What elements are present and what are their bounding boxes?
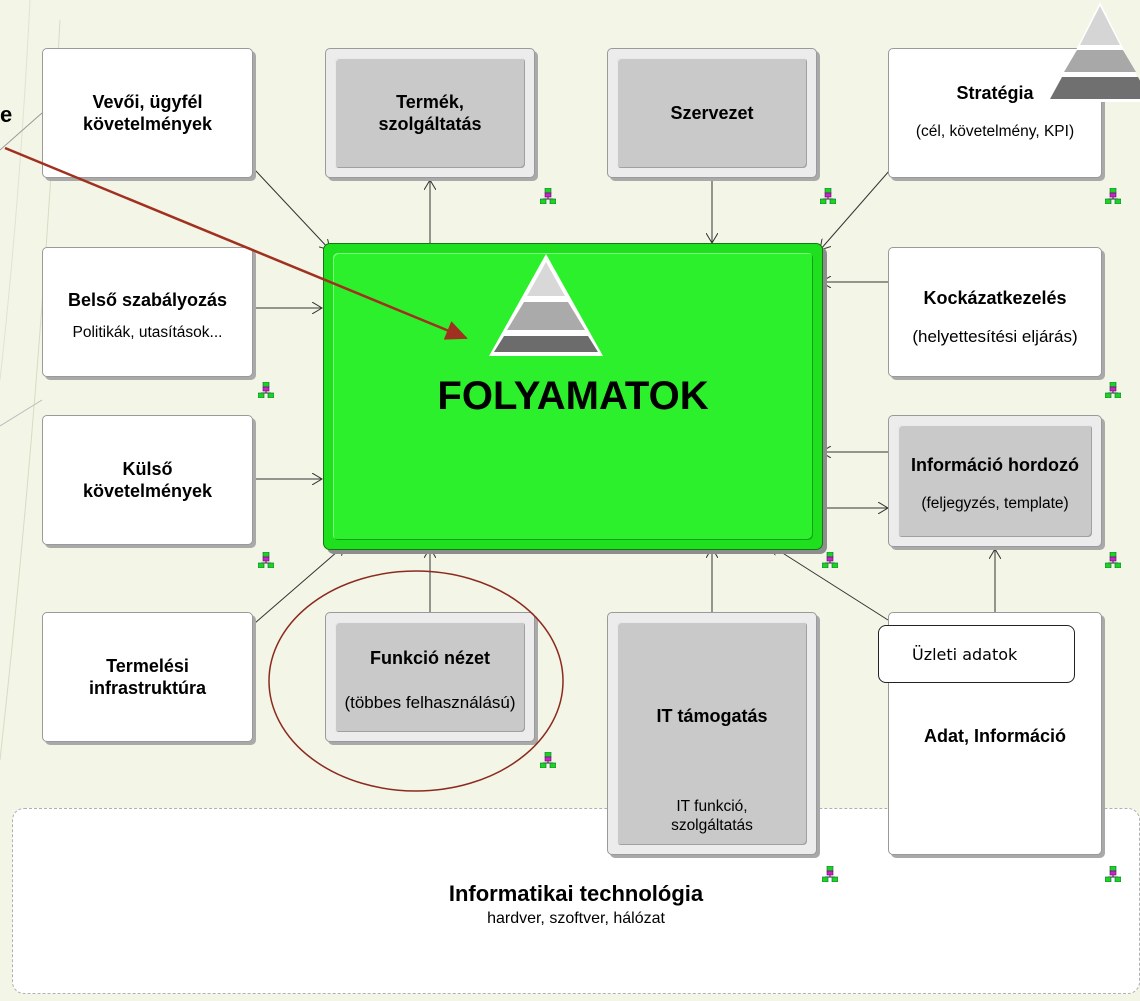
box-vevoi-kovetelmenyek[interactable]: Vevői, ügyfél követelmények	[42, 48, 253, 178]
folyamatok-title: FOLYAMATOK	[437, 374, 709, 418]
bottom-title: Informatikai technológia	[448, 881, 704, 906]
box-vevoi-title: Vevői, ügyfél követelmények	[82, 92, 213, 134]
hierarchy-icon[interactable]	[1105, 866, 1121, 882]
box-adat-title: Adat, Információ	[923, 726, 1066, 746]
box-kockazat-sub: (helyettesítési eljárás)	[912, 326, 1078, 346]
box-hordozo-sub: (feljegyzés, template)	[921, 494, 1069, 512]
box-kulso-kovetelmenyek[interactable]: Külső követelmények	[42, 415, 253, 545]
box-it-tamogatas[interactable]: IT támogatás IT funkció, szolgáltatás	[607, 612, 817, 855]
hierarchy-icon[interactable]	[1105, 188, 1121, 204]
box-informacio-hordozo[interactable]: Információ hordozó (feljegyzés, template…	[888, 415, 1102, 547]
box-strategia-sub: (cél, követelmény, KPI)	[915, 122, 1075, 140]
box-belso-sub: Politikák, utasítások...	[72, 323, 223, 341]
box-belso-title: Belső szabályozás	[67, 289, 228, 310]
box-strategia-title: Stratégia	[956, 82, 1034, 103]
box-szervezet[interactable]: Szervezet	[607, 48, 817, 178]
pyramid-icon	[489, 254, 603, 356]
box-szervezet-title: Szervezet	[670, 103, 754, 123]
box-kockazat-title: Kockázatkezelés	[923, 287, 1067, 308]
box-termelesi-infrastruktura[interactable]: Termelési infrastruktúra	[42, 612, 253, 742]
box-funkcio-sub: (többes felhasználású)	[344, 692, 516, 712]
box-it-sub: IT funkció, szolgáltatás	[671, 798, 753, 834]
box-termek-title: Termék, szolgáltatás	[378, 92, 482, 134]
pyramid-icon	[1050, 2, 1140, 102]
box-funkcio-nezet[interactable]: Funkció nézet (többes felhasználású)	[325, 612, 535, 742]
bottom-subtitle: hardver, szoftver, hálózat	[487, 910, 665, 927]
box-kockazatkezeles[interactable]: Kockázatkezelés (helyettesítési eljárás)	[888, 247, 1102, 377]
box-it-title: IT támogatás	[656, 706, 768, 726]
hierarchy-icon[interactable]	[822, 552, 838, 568]
hierarchy-icon[interactable]	[258, 552, 274, 568]
hierarchy-icon[interactable]	[1105, 552, 1121, 568]
box-funkcio-title: Funkció nézet	[369, 647, 490, 668]
box-kulso-title: Külső követelmények	[82, 459, 213, 501]
box-termek-szolgaltatas[interactable]: Termék, szolgáltatás	[325, 48, 535, 178]
uzleti-adatok-label[interactable]: Üzleti adatok	[878, 625, 1075, 683]
hierarchy-icon[interactable]	[822, 866, 838, 882]
hierarchy-icon[interactable]	[258, 382, 274, 398]
hierarchy-icon[interactable]	[540, 752, 556, 768]
hierarchy-icon[interactable]	[1105, 382, 1121, 398]
hierarchy-icon[interactable]	[820, 188, 836, 204]
box-termelesi-title: Termelési infrastruktúra	[88, 656, 207, 698]
box-hordozo-title: Információ hordozó	[911, 454, 1079, 475]
left-edge-letter: e	[0, 102, 13, 127]
hierarchy-icon[interactable]	[540, 188, 556, 204]
folyamatok-box[interactable]: FOLYAMATOK	[323, 243, 823, 550]
box-belso-szabalyozas[interactable]: Belső szabályozás Politikák, utasítások.…	[42, 247, 253, 377]
